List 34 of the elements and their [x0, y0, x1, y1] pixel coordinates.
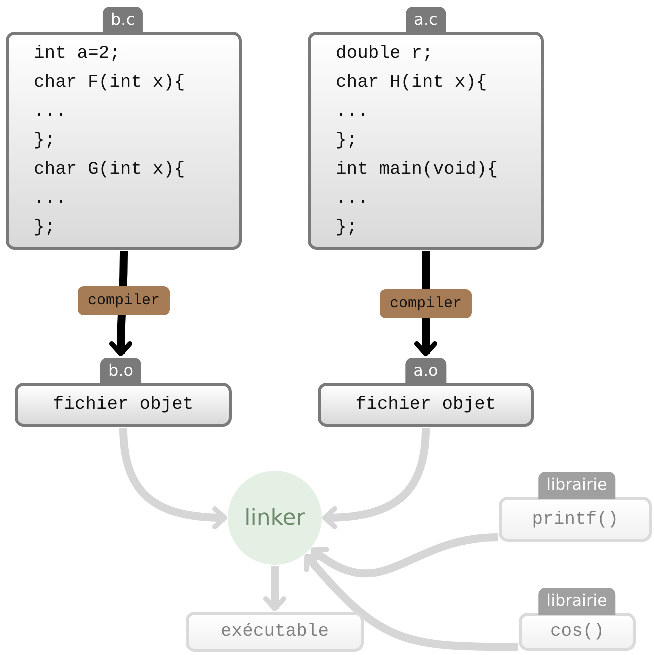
node-label: cos(): [550, 622, 604, 642]
arrow: [304, 554, 518, 652]
arrow: [120, 428, 228, 530]
code-line: char G(int x){: [34, 159, 186, 182]
edge-label: compiler: [380, 290, 472, 318]
edge-label: compiler: [78, 286, 170, 316]
code-line: ...: [336, 188, 368, 211]
node-label: exécutable: [220, 622, 330, 642]
arrow: [264, 566, 286, 612]
node-label: fichier objet: [53, 395, 194, 415]
arrow: [310, 534, 498, 578]
code-line: };: [336, 130, 358, 153]
code-line: };: [34, 130, 56, 153]
code-line: int a=2;: [34, 43, 120, 66]
arrow: [322, 428, 430, 530]
code-line: char H(int x){: [336, 72, 488, 95]
code-line: };: [34, 217, 56, 240]
code-line: double r;: [336, 43, 434, 66]
node-label: printf(): [532, 510, 619, 530]
file-tab: b.c: [102, 7, 144, 34]
code-line: ...: [34, 101, 66, 124]
file-tab: a.o: [406, 358, 446, 385]
file-tab: a.c: [406, 7, 446, 34]
code-line: int main(void){: [336, 159, 498, 182]
file-tab: librairie: [538, 472, 616, 499]
code-line: };: [336, 217, 358, 240]
file-tab: librairie: [538, 588, 616, 615]
output-box: [186, 612, 364, 652]
file-tab: b.o: [100, 358, 142, 385]
code-line: char F(int x){: [34, 72, 186, 95]
code-line: ...: [336, 101, 368, 124]
code-line: ...: [34, 188, 66, 211]
node-label: linker: [244, 506, 306, 530]
node-label: fichier objet: [356, 395, 496, 415]
